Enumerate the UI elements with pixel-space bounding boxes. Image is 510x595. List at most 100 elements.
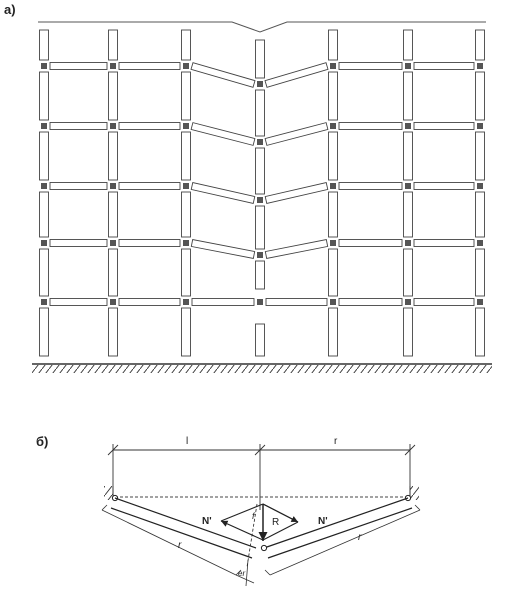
member-left-label: r: [178, 540, 182, 551]
frame-member-69: [118, 182, 181, 190]
frame-member-5: [39, 307, 49, 357]
frame-joint-54: [477, 63, 483, 69]
frame-joint-67: [477, 123, 483, 129]
frame-member-9: [108, 191, 118, 238]
frame-joint-53: [405, 63, 411, 69]
frame-member-33: [403, 191, 413, 238]
frame-joint-76: [183, 183, 189, 189]
resultant-label: R: [272, 517, 279, 528]
frame-joint-89: [183, 240, 189, 246]
frame-member-21: [255, 205, 265, 250]
frame-joint-65: [330, 123, 336, 129]
frame-joint-80: [477, 183, 483, 189]
frame-member-40: [475, 248, 485, 297]
frame-member-17: [181, 307, 191, 357]
frame-joint-92: [405, 240, 411, 246]
frame-member-29: [328, 307, 338, 357]
frame-member-94: [49, 298, 108, 306]
frame-member-2: [39, 131, 49, 181]
frame-member-39: [475, 191, 485, 238]
frame-joint-104: [330, 299, 336, 305]
frame-member-11: [108, 307, 118, 357]
frame-member-31: [403, 71, 413, 121]
frame-member-55: [49, 122, 108, 130]
frame-joint-103: [257, 299, 263, 305]
frame-joint-51: [257, 81, 263, 87]
frame-member-44: [190, 62, 256, 88]
frame-member-59: [338, 122, 403, 130]
frame-member-27: [328, 191, 338, 238]
frame-joint-49: [110, 63, 116, 69]
frame-member-10: [108, 248, 118, 297]
frame-joint-61: [41, 123, 47, 129]
gap-label: er: [238, 569, 245, 578]
frame-joint-88: [110, 240, 116, 246]
frame-joint-100: [41, 299, 47, 305]
frame-member-41: [475, 307, 485, 357]
right-member: [263, 497, 413, 559]
frame-member-82: [118, 239, 181, 247]
frame-member-3: [39, 191, 49, 238]
frame-member-38: [475, 131, 485, 181]
frame-member-25: [328, 71, 338, 121]
frame-member-72: [338, 182, 403, 190]
frame-joint-102: [183, 299, 189, 305]
panel-b-label: б): [36, 434, 48, 449]
panel-a: а): [4, 2, 492, 373]
frame-joint-78: [330, 183, 336, 189]
frame-member-22: [255, 260, 265, 290]
frame-joint-62: [110, 123, 116, 129]
frame-member-45: [264, 62, 329, 88]
frame-joint-106: [477, 299, 483, 305]
frame-member-16: [181, 248, 191, 297]
frame-joint-101: [110, 299, 116, 305]
frame-member-36: [475, 29, 485, 61]
frame-member-46: [338, 62, 403, 70]
frame-member-7: [108, 71, 118, 121]
frame-member-0: [39, 29, 49, 61]
frame-member-56: [118, 122, 181, 130]
frame-member-1: [39, 71, 49, 121]
frame-member-47: [413, 62, 475, 70]
frame-member-96: [191, 298, 255, 306]
frame-member-14: [181, 131, 191, 181]
frame-member-43: [118, 62, 181, 70]
frame-joint-74: [41, 183, 47, 189]
frame-member-15: [181, 191, 191, 238]
dim-right-label: r: [334, 436, 338, 447]
gap-dimension: [235, 559, 255, 587]
frame-joint-93: [477, 240, 483, 246]
frame-member-12: [181, 29, 191, 61]
left-member: [110, 497, 257, 559]
frame-member-4: [39, 248, 49, 297]
frame-member-60: [413, 122, 475, 130]
frame-member-97: [265, 298, 328, 306]
frame-member-83: [190, 239, 256, 259]
frame-member-57: [190, 122, 256, 146]
frame-grid: [39, 29, 485, 357]
frame-member-86: [413, 239, 475, 247]
frame-member-28: [328, 248, 338, 297]
frame-member-23: [255, 323, 265, 357]
frame-joint-87: [41, 240, 47, 246]
frame-member-98: [338, 298, 403, 306]
frame-member-99: [413, 298, 475, 306]
center-hinge: [260, 544, 268, 552]
force-right-label: N': [318, 516, 328, 527]
frame-member-70: [190, 182, 256, 204]
ground-line: [32, 363, 492, 373]
frame-member-24: [328, 29, 338, 61]
frame-member-84: [264, 239, 329, 259]
panel-b: б) l r: [36, 434, 421, 587]
dimension-line: [107, 444, 416, 510]
frame-member-19: [255, 89, 265, 137]
force-diagram: [220, 503, 299, 568]
frame-joint-79: [405, 183, 411, 189]
frame-member-85: [338, 239, 403, 247]
frame-member-68: [49, 182, 108, 190]
frame-joint-75: [110, 183, 116, 189]
panel-a-label: а): [4, 2, 16, 17]
frame-member-6: [108, 29, 118, 61]
frame-member-42: [49, 62, 108, 70]
